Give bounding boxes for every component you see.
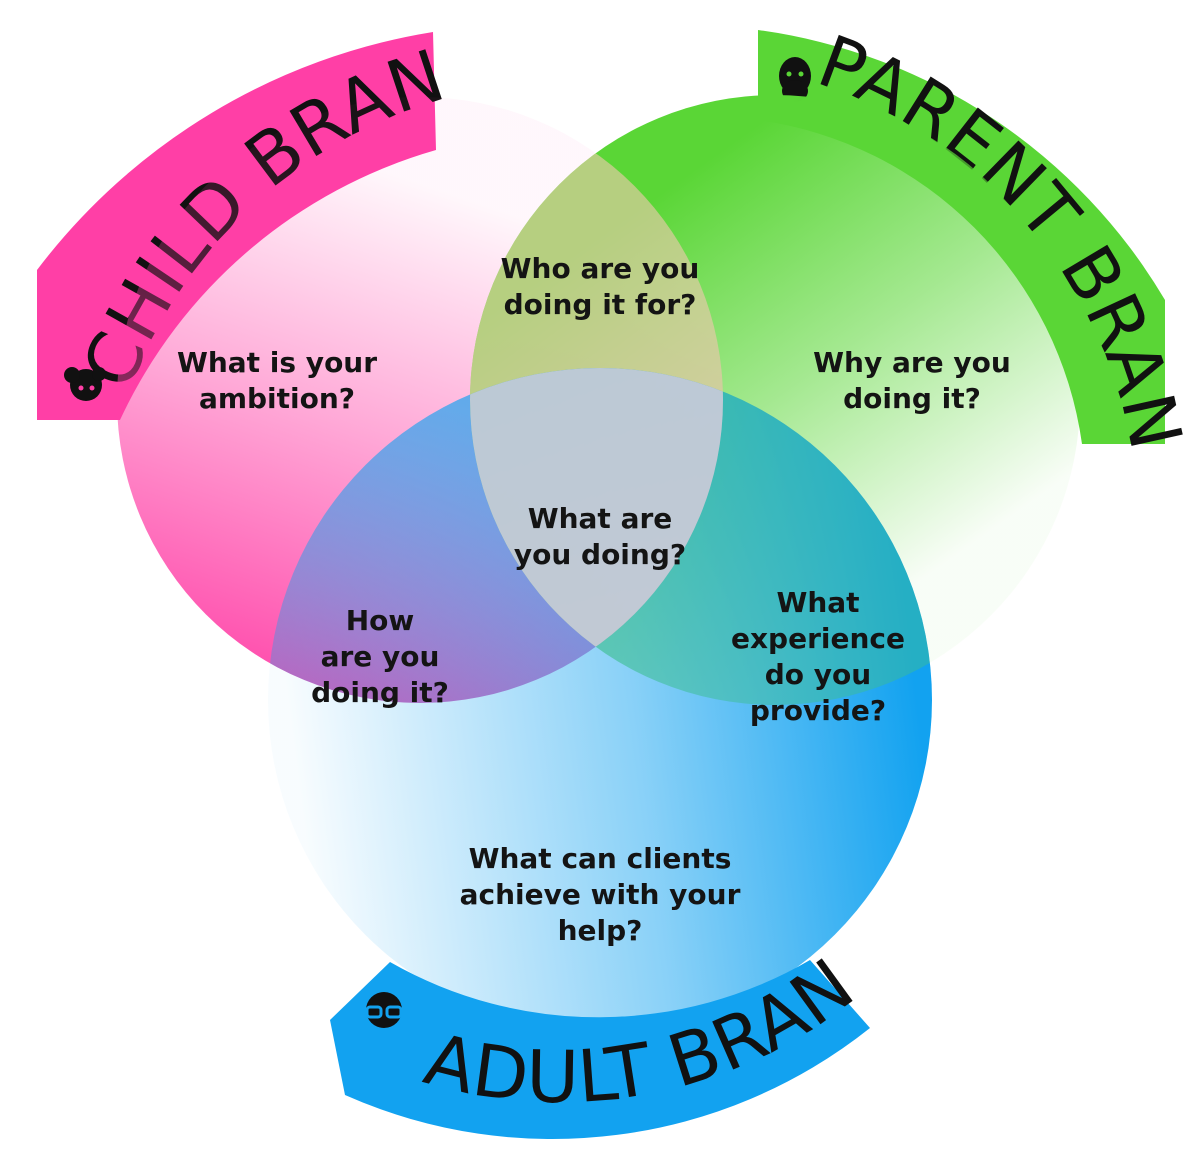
question-line: How [346, 604, 415, 637]
question-line: do you [765, 658, 871, 691]
question-line: ambition? [199, 382, 355, 415]
question-line: experience [731, 622, 905, 655]
question-line: Who are you [501, 252, 700, 285]
question-line: achieve with your [460, 878, 741, 911]
question-line: What are [528, 502, 673, 535]
child-face-icon [64, 367, 106, 401]
question-line: are you [321, 640, 440, 673]
question-line: doing it? [843, 382, 981, 415]
question-line: What can clients [469, 842, 732, 875]
question-line: doing it? [311, 676, 449, 709]
question-line: help? [558, 914, 643, 947]
glasses-face-icon [365, 992, 403, 1028]
question-line: doing it for? [504, 288, 697, 321]
question-line: What is your [177, 346, 377, 379]
question-line: you doing? [514, 538, 686, 571]
question-line: What [776, 586, 859, 619]
center-overlap [470, 368, 723, 703]
question-line: Why are you [813, 346, 1011, 379]
adult-band [330, 960, 870, 1140]
question-line: provide? [750, 694, 886, 727]
